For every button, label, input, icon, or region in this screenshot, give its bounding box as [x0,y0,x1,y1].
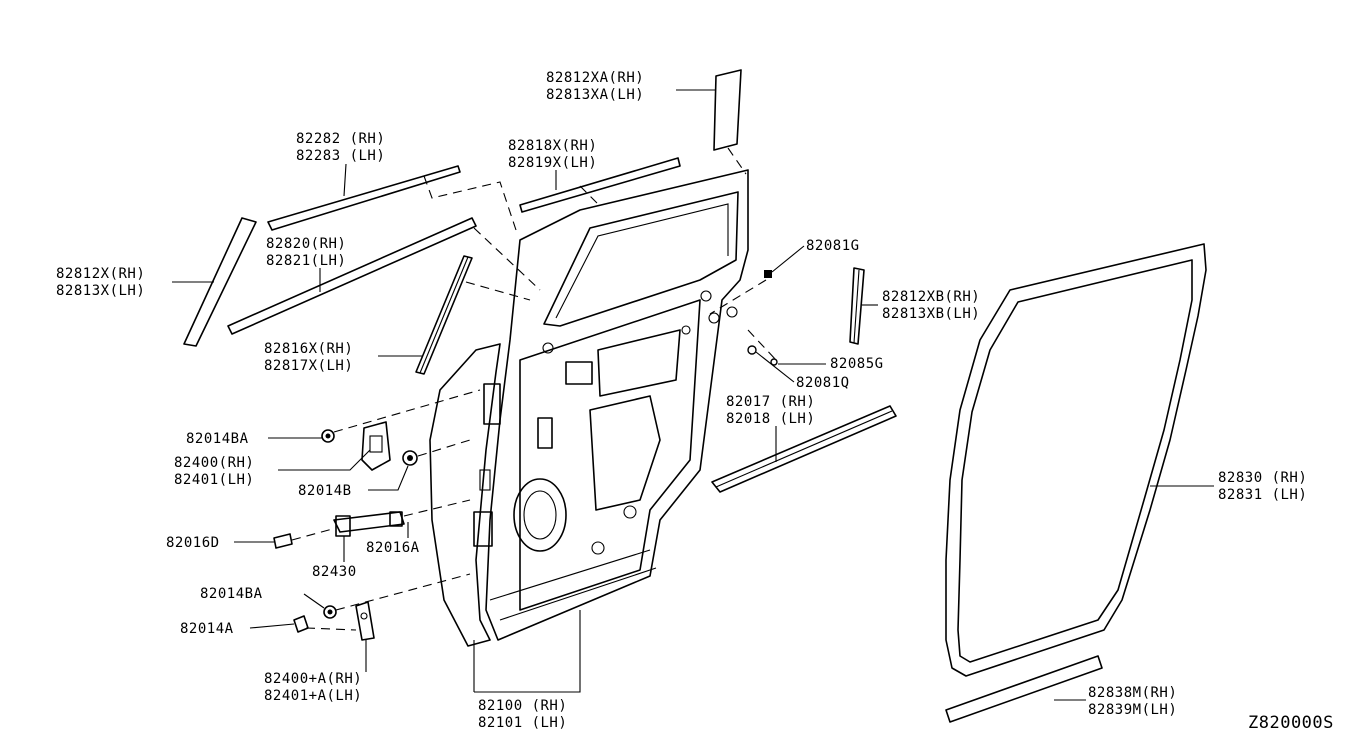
callout-82838M: 82838M(RH) 82839M(LH) [1088,685,1177,718]
callout-82818X: 82818X(RH) 82819X(LH) [508,138,597,171]
assembly-lines [291,147,777,631]
label-82816X-rh: 82816X(RH) [264,341,353,357]
weatherstrip-82830 [945,243,1207,677]
callout-82081G: 82081G [806,238,860,254]
label-82016A: 82016A [366,540,420,556]
callout-82812XA: 82812XA(RH) 82813XA(LH) [546,70,644,103]
label-82812XA-rh: 82812XA(RH) [546,70,644,86]
callout-82085G: 82085G [830,356,884,372]
label-82017-rh: 82017 (RH) [726,394,815,410]
pillar-trim-82812X [183,217,257,347]
callout-82820: 82820(RH) 82821(LH) [266,236,346,269]
label-82812XB-rh: 82812XB(RH) [882,289,980,305]
callout-82812X: 82812X(RH) 82813X(LH) [56,266,145,299]
callout-82282: 82282 (RH) 82283 (LH) [296,131,385,164]
bolt-82016D [273,533,293,549]
clip-82085G [770,358,778,366]
label-82812X-rh: 82812X(RH) [56,266,145,282]
bolt-82014BA-upper [321,429,335,443]
label-82838M-rh: 82838M(RH) [1088,685,1177,701]
label-82014BA-lower: 82014BA [200,586,263,602]
label-82101-lh: 82101 (LH) [478,715,567,731]
label-82016D: 82016D [166,535,220,551]
label-82018-lh: 82018 (LH) [726,411,815,427]
callout-82830: 82830 (RH) 82831 (LH) [1218,470,1307,503]
label-82100-rh: 82100 (RH) [478,698,567,714]
callout-82016A: 82016A [366,540,420,556]
callout-82081Q: 82081Q [796,375,850,391]
label-82081G: 82081G [806,238,860,254]
callout-82014BA-lower: 82014BA [200,586,263,602]
outside-moulding-82017 [711,405,897,493]
callout-82816X: 82816X(RH) 82817X(LH) [264,341,353,374]
callout-82014A: 82014A [180,621,234,637]
pillar-trim-82812XB [849,267,865,345]
label-82014BA-upper: 82014BA [186,431,249,447]
callout-82812XB: 82812XB(RH) 82813XB(LH) [882,289,980,322]
callout-82400A: 82400+A(RH) 82401+A(LH) [264,671,362,704]
callout-82017: 82017 (RH) 82018 (LH) [726,394,815,427]
label-82817X-lh: 82817X(LH) [264,358,353,374]
label-82014A: 82014A [180,621,234,637]
belt-moulding-82820 [227,217,477,335]
label-82401A-lh: 82401+A(LH) [264,688,362,704]
label-82283-lh: 82283 (LH) [296,148,385,164]
label-82081Q: 82081Q [796,375,850,391]
sash-trim-82812XA [713,69,742,151]
label-82819X-lh: 82819X(LH) [508,155,597,171]
callout-82016D: 82016D [166,535,220,551]
label-82813X-lh: 82813X(LH) [56,283,145,299]
hinge-82400 [361,421,391,471]
door-checker-82430 [333,511,405,537]
label-82839M-lh: 82839M(LH) [1088,702,1177,718]
label-82430: 82430 [312,564,357,580]
label-82400-rh: 82400(RH) [174,455,254,471]
label-82820-rh: 82820(RH) [266,236,346,252]
callout-82014BA-upper: 82014BA [186,431,249,447]
door-panel-82100 [429,169,749,647]
label-82830-rh: 82830 (RH) [1218,470,1307,486]
label-82821-lh: 82821(LH) [266,253,346,269]
label-82282-rh: 82282 (RH) [296,131,385,147]
clip-82081G [764,270,772,278]
window-moulding-82818X [519,157,681,213]
clip-82081Q [747,345,757,355]
label-82014B: 82014B [298,483,352,499]
diagram-code: Z820000S [1248,713,1334,733]
callout-82014B: 82014B [298,483,352,499]
label-82400A-rh: 82400+A(RH) [264,671,362,687]
bolt-82014BA-lower [323,605,337,619]
label-82085G: 82085G [830,356,884,372]
kicking-plate-82838M [945,655,1103,723]
bolt-82014B [402,450,418,466]
label-82831-lh: 82831 (LH) [1218,487,1307,503]
bolt-82014A [293,615,309,633]
label-82813XB-lh: 82813XB(LH) [882,306,980,322]
callout-82100: 82100 (RH) 82101 (LH) [478,698,567,731]
hinge-82400A [355,601,375,641]
callout-82400: 82400(RH) 82401(LH) [174,455,254,488]
label-82818X-rh: 82818X(RH) [508,138,597,154]
division-channel-82816X [415,255,473,375]
label-82401-lh: 82401(LH) [174,472,254,488]
callout-82430: 82430 [312,564,357,580]
roof-moulding-82282 [267,165,461,231]
label-82813XA-lh: 82813XA(LH) [546,87,644,103]
leader-lines [172,89,1214,701]
